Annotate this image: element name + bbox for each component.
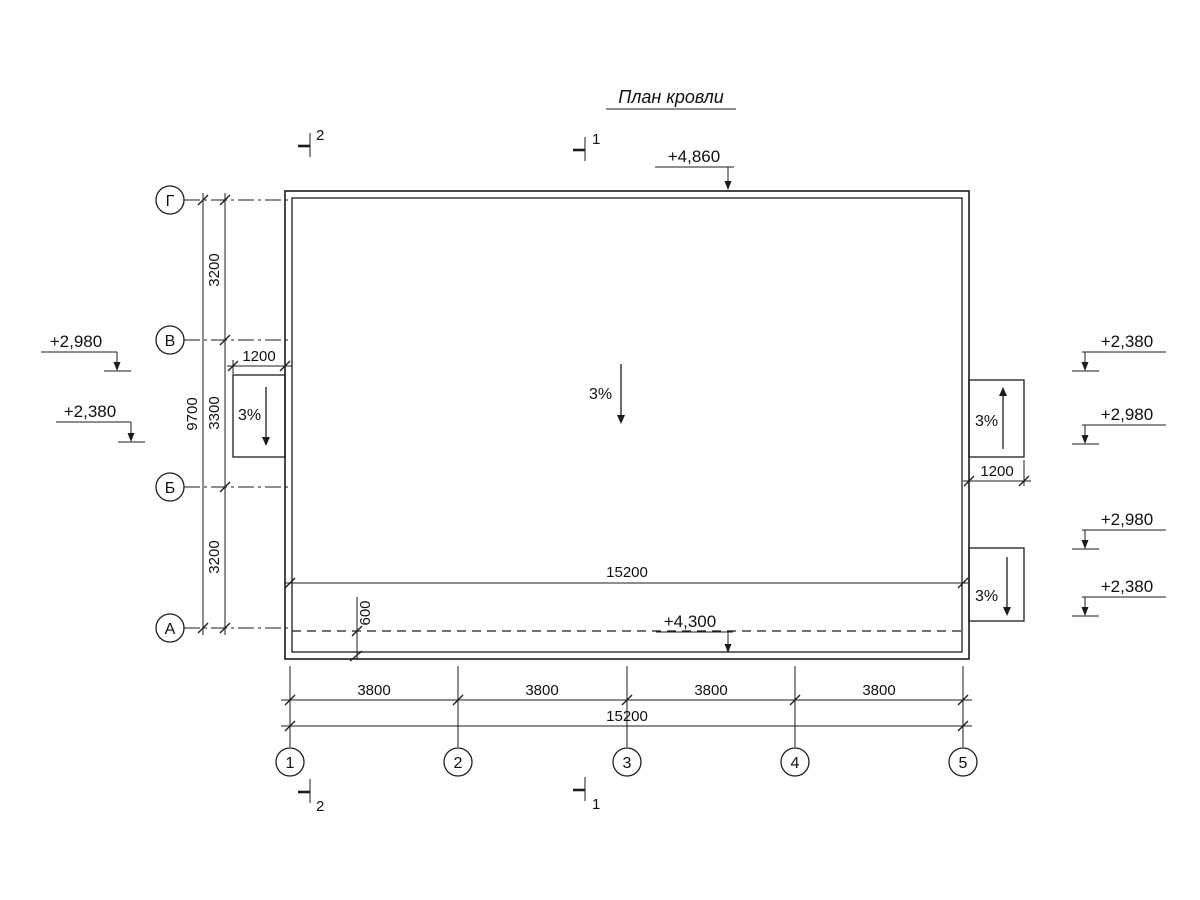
canopy-left-outline [232, 374, 286, 458]
dim-tick [957, 720, 969, 732]
dim-right-canopy-width: 1200 [980, 463, 1013, 480]
axis-circle [155, 325, 185, 355]
dimensions-left: 3200 3300 3200 9700 [184, 193, 231, 635]
elevation-left-lower: +2,380 [64, 402, 116, 421]
dim-left-chain-1: 3200 [206, 253, 223, 286]
dim-tick [284, 720, 296, 732]
overhang-dimension: 600 [349, 597, 374, 662]
axis-label-left: Б [165, 480, 176, 497]
canopy-right-top: 3% 1200 [963, 379, 1031, 487]
elev-arrowhead [113, 362, 121, 371]
slope-arrowhead-right-bottom-canopy [1003, 607, 1011, 616]
section-marks: 2 1 2 1 [298, 127, 600, 815]
axis-label-bottom: 3 [623, 755, 632, 772]
roof-outline [284, 190, 970, 660]
dim-left-chain-2: 3300 [206, 396, 223, 429]
dim-left-canopy-width: 1200 [242, 348, 275, 365]
axis-circle [275, 747, 305, 777]
dimensions-bottom: 3800 3800 3800 3800 15200 [281, 682, 972, 732]
dim-tick [279, 360, 291, 372]
axis-circle [948, 747, 978, 777]
section-label-top-1: 1 [592, 131, 600, 148]
grid-axes-bottom: 1 2 3 4 5 [275, 666, 978, 777]
slope-arrowhead-right-top-canopy [999, 387, 1007, 396]
grid-axes-left: Г В Б А [155, 185, 292, 643]
dim-tick [219, 622, 231, 634]
page-title: План кровли [618, 87, 724, 107]
dim-overhang: 600 [357, 600, 374, 625]
slope-label-left-canopy: 3% [238, 407, 261, 424]
elevation-left-upper: +2,980 [50, 332, 102, 351]
elev-arrowhead [1081, 362, 1089, 371]
slope-arrowhead-main [617, 415, 625, 424]
dim-tick [957, 577, 969, 589]
elevation-marks: +4,860 +4,300 +2,980 +2,380 +2,380 +2,98… [41, 147, 1166, 653]
title-block: План кровли [606, 87, 736, 110]
elev-arrowhead [724, 181, 732, 190]
main-slope-annotation: 3% [589, 364, 625, 424]
elevation-right-1: +2,380 [1101, 332, 1153, 351]
axis-circle [155, 185, 185, 215]
dim-tick [957, 694, 969, 706]
elevation-roof-high: +4,860 [668, 147, 720, 166]
elevation-right-4: +2,380 [1101, 577, 1153, 596]
dim-tick [197, 194, 209, 206]
dim-bottom-total: 15200 [606, 708, 648, 725]
axis-circle [780, 747, 810, 777]
dim-tick [219, 194, 231, 206]
section-label-top-2: 2 [316, 127, 324, 144]
dim-tick [789, 694, 801, 706]
axis-circle [155, 613, 185, 643]
elev-arrowhead [1081, 435, 1089, 444]
dim-tick [284, 577, 296, 589]
section-label-bottom-2: 2 [316, 798, 324, 815]
dim-tick [963, 475, 975, 487]
axis-label-bottom: 5 [959, 755, 968, 772]
canopy-right-bottom: 3% [968, 547, 1025, 622]
axis-circle [612, 747, 642, 777]
dim-tick [621, 694, 633, 706]
elev-arrowhead [127, 433, 135, 442]
dim-tick [284, 694, 296, 706]
dim-tick [197, 622, 209, 634]
axis-label-bottom: 4 [791, 755, 800, 772]
elev-arrowhead [724, 644, 732, 653]
axis-label-left: А [165, 621, 176, 638]
dim-tick [349, 650, 363, 662]
elevation-canopy-edge: +4,300 [664, 612, 716, 631]
axis-label-bottom: 1 [286, 755, 295, 772]
slope-label-right-top-canopy: 3% [975, 413, 998, 430]
dim-tick [452, 694, 464, 706]
dim-left-chain-3: 3200 [206, 540, 223, 573]
slope-label-right-bottom-canopy: 3% [975, 588, 998, 605]
elev-arrowhead [1081, 607, 1089, 616]
dim-tick [219, 481, 231, 493]
elev-arrowhead [1081, 540, 1089, 549]
slope-label-main: 3% [589, 386, 612, 403]
dim-bottom-chain-1: 3800 [357, 682, 390, 699]
axis-circle [155, 472, 185, 502]
dim-bottom-chain-4: 3800 [862, 682, 895, 699]
dim-tick [219, 334, 231, 346]
roof-outer-edge [284, 190, 970, 660]
elevation-right-2: +2,980 [1101, 405, 1153, 424]
dim-left-total: 9700 [184, 397, 201, 430]
dimension-inner-width: 15200 [284, 564, 969, 589]
roof-inner-edge [291, 197, 963, 653]
dim-bottom-chain-2: 3800 [525, 682, 558, 699]
axis-label-bottom: 2 [454, 755, 463, 772]
dim-bottom-chain-3: 3800 [694, 682, 727, 699]
axis-label-left: В [165, 333, 176, 350]
canopy-left: 3% 1200 [227, 348, 292, 458]
canopy-right-bottom-outline [968, 547, 1025, 622]
section-label-bottom-1: 1 [592, 796, 600, 813]
axis-label-left: Г [166, 193, 175, 210]
dim-tick [351, 625, 363, 637]
elevation-right-3: +2,980 [1101, 510, 1153, 529]
axis-circle [443, 747, 473, 777]
canopy-right-top-outline [968, 379, 1025, 458]
slope-arrowhead-left-canopy [262, 437, 270, 446]
dim-inner-width: 15200 [606, 564, 648, 581]
